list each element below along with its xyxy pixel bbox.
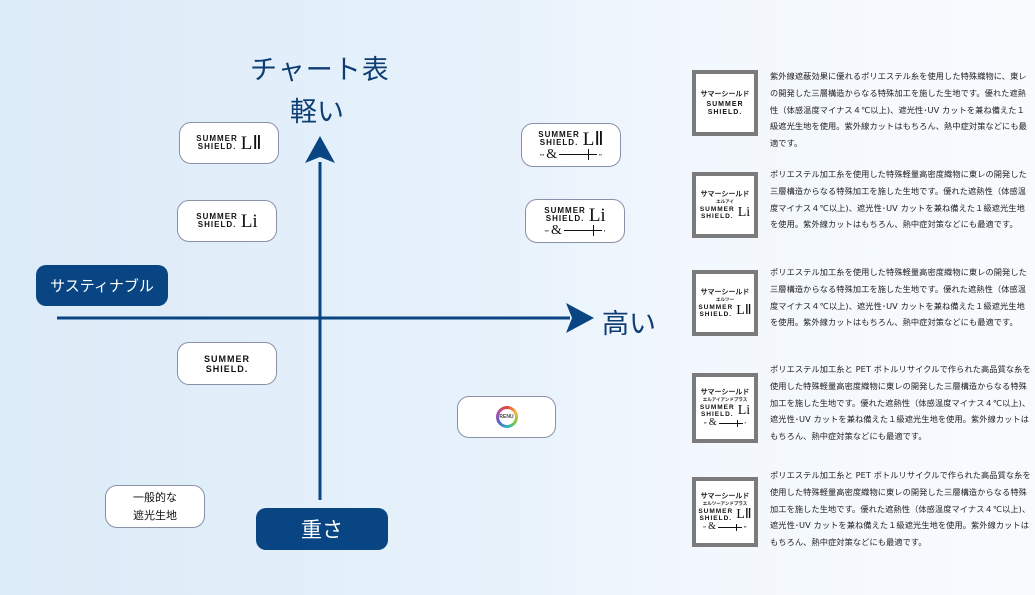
product-description: ポリエステル加工糸を使用した特殊軽量高密度織物に東レの開発した三層構造からなる特…	[770, 267, 1027, 328]
chart-item-renu: RENU	[457, 396, 556, 438]
brand-bottom: SHIELD.	[699, 311, 733, 318]
brand-top: SUMMER	[698, 508, 734, 515]
model-mark: Li	[588, 204, 606, 226]
brand-bottom: SHIELD.	[197, 142, 237, 151]
and-plus-caption: ▪▪	[703, 420, 707, 425]
ampersand: &	[546, 146, 558, 162]
brand-bottom: SHIELD.	[539, 138, 579, 147]
product-name-jp: サマーシールド	[700, 492, 750, 500]
ampersand: &	[708, 521, 716, 532]
product-subname-jp: エルアイ	[716, 200, 734, 205]
product-subname-jp: エルツーアンドプラス	[702, 502, 748, 507]
product-subname-jp: エルツー	[716, 298, 734, 303]
product-name-jp: サマーシールド	[700, 288, 750, 296]
general-line-1: 一般的な	[133, 490, 177, 504]
and-plus-caption: ▪▪▪	[544, 227, 549, 233]
brand-bottom: SHIELD.	[700, 213, 734, 220]
ampersand: &	[550, 222, 562, 238]
brand-top: SUMMER	[204, 353, 250, 364]
chart-item-general-blackout: 一般的な 遮光生地	[105, 485, 205, 528]
product-name-jp: サマーシールド	[700, 388, 750, 396]
product-description: 紫外線遮蔽効果に優れるポリエステル糸を使用した特殊織物に、東レの開発した三層構造…	[770, 71, 1027, 149]
renu-logo-icon: RENU	[496, 406, 518, 428]
plus-line	[559, 149, 598, 160]
horizontal-axis-arrowhead	[566, 303, 594, 333]
vertical-axis-arrowhead	[305, 136, 335, 163]
product-description: ポリエステル加工糸と PET ボトルリサイクルで作られた高品質な糸を使用した特殊…	[770, 364, 1031, 442]
axis-label-high: 高い	[602, 309, 656, 340]
model-mark: Li	[737, 403, 751, 418]
and-plus-caption: ▪▪	[703, 524, 707, 529]
model-mark: LⅡ	[582, 128, 604, 150]
brand-top: SUMMER	[699, 404, 735, 411]
and-plus-dots: ▪	[603, 227, 606, 233]
and-plus-logo: ▪▪▪& ▪▪	[540, 146, 602, 162]
and-plus-logo: ▪▪& ▪	[704, 418, 746, 428]
brand-bottom: SHIELD.	[205, 363, 249, 374]
brand-bottom: SHIELD.	[707, 108, 743, 116]
model-mark: Li	[737, 205, 751, 220]
plus-line	[563, 225, 602, 236]
product-name-jp: サマーシールド	[700, 89, 750, 98]
product-description: ポリエステル加工糸を使用した特殊軽量高密度織物に東レの開発した三層構造からなる特…	[770, 169, 1027, 230]
brand-top: SUMMER	[196, 134, 238, 143]
and-plus-dots: ▪▪	[743, 524, 747, 529]
and-plus-logo: ▪▪&▪▪	[703, 522, 746, 532]
brand-bottom: SHIELD.	[545, 214, 585, 223]
product-name-jp: サマーシールド	[700, 190, 750, 198]
brand-bottom: SHIELD.	[197, 220, 237, 229]
and-plus-caption: ▪▪▪	[540, 151, 545, 157]
general-line-2: 遮光生地	[133, 508, 177, 522]
axis-label-light: 軽い	[290, 97, 344, 128]
ampersand: &	[708, 417, 717, 428]
product-subname-jp: エルアイアンドプラス	[702, 398, 748, 403]
brand-top: SUMMER	[538, 130, 580, 139]
brand-top: SUMMER	[699, 206, 735, 213]
model-mark: LⅡ	[240, 132, 262, 154]
brand-top: SUMMER	[698, 304, 734, 311]
axis-label-sustainable: サスティナブル	[36, 265, 168, 306]
model-mark: LⅡ	[736, 303, 752, 318]
brand-top: SUMMER	[706, 100, 744, 108]
general-blackout-label: 一般的な 遮光生地	[133, 489, 177, 525]
brand-bottom: SHIELD.	[700, 411, 734, 418]
brand-bottom: SHIELD.	[699, 515, 733, 522]
model-mark: Li	[240, 210, 258, 232]
brand-top: SUMMER	[544, 206, 586, 215]
axis-label-heavy: 重さ	[256, 508, 388, 550]
and-plus-logo: ▪▪▪& ▪	[544, 222, 606, 238]
product-description: ポリエステル加工糸と PET ボトルリサイクルで作られた高品質な糸を使用した特殊…	[770, 470, 1031, 548]
plus-line	[717, 523, 742, 531]
chart-title: チャート表	[250, 55, 390, 86]
and-plus-dots: ▪▪	[599, 151, 602, 157]
plus-line	[718, 419, 743, 427]
model-mark: LⅡ	[736, 507, 752, 522]
and-plus-dots: ▪	[744, 420, 747, 425]
brand-top: SUMMER	[196, 212, 238, 221]
